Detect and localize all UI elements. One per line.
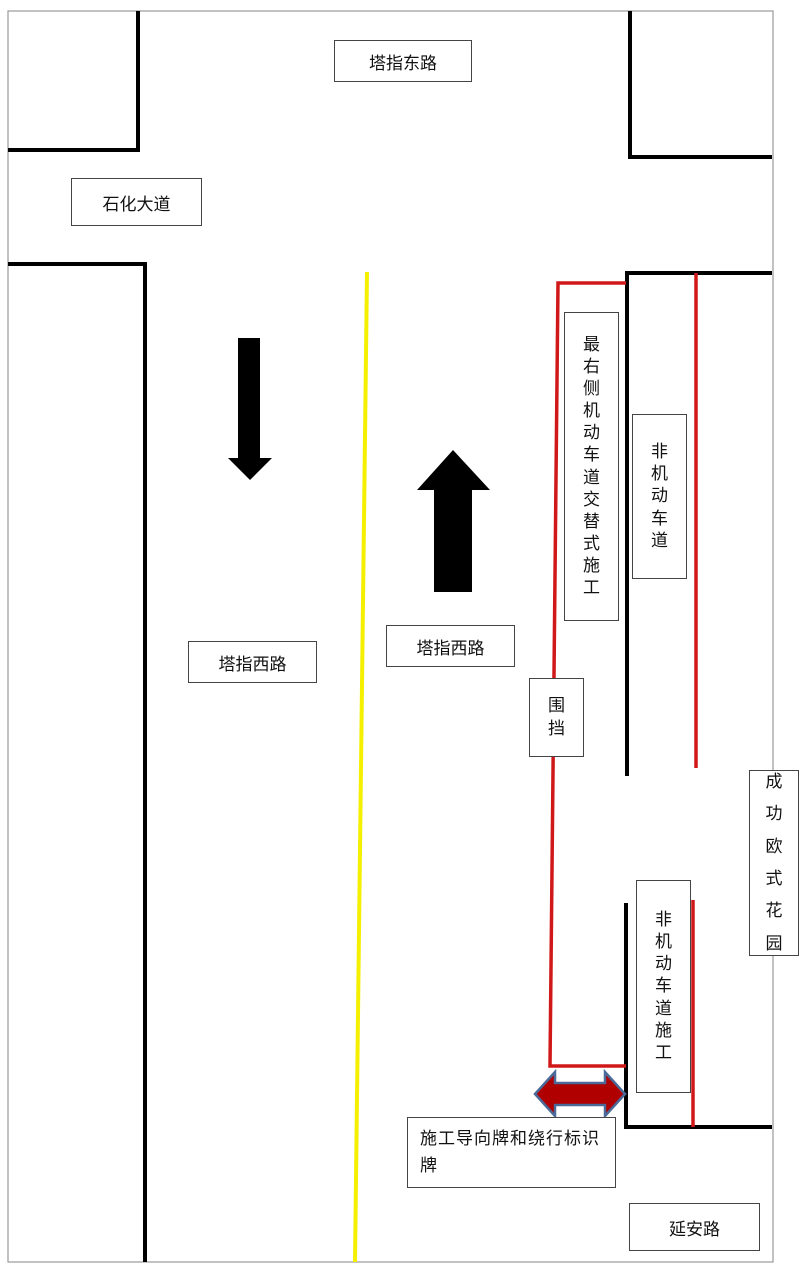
label-char: 功 [765,804,783,825]
label-char: 右 [583,357,600,378]
southbound-arrow-icon [228,338,272,480]
label-char: 替 [583,511,600,532]
label-char: 工 [583,577,600,598]
label-char: 围 [548,696,565,717]
label-char: 成 [765,772,783,793]
label-char: 非 [651,442,668,463]
label-char: 挡 [548,718,565,739]
road-label-west-southbound: 塔指西路 [188,641,317,683]
label-char: 式 [583,533,600,554]
label-char: 道 [651,530,668,551]
label-char: 欧 [765,836,783,857]
label-char: 机 [583,401,600,422]
label-char: 园 [765,933,783,954]
label-char: 式 [765,869,783,889]
label-char: 车 [651,508,668,529]
label-char: 最 [583,334,600,355]
label-char: 工 [655,1042,672,1063]
right-lane-construction-label: 最右侧机动车道交替式施工 [564,312,619,621]
curb-right-lower [624,903,772,1129]
label-char: 侧 [583,379,600,400]
label-char: 施 [583,555,600,576]
label-char: 机 [655,932,672,953]
label-char: 道 [655,998,672,1019]
label-char: 施 [655,1020,672,1041]
non-motor-lane-label: 非机动车道 [632,414,687,579]
label-char: 机 [651,464,668,485]
curb-top-right [628,11,772,159]
barrier-label: 围挡 [529,678,584,757]
page-frame [7,10,774,1263]
non-motor-lane-construction-label: 非机动车道施工 [636,880,691,1093]
yellow-centerline [353,271,369,1263]
label-char: 动 [655,954,672,975]
label-char: 动 [583,423,600,444]
road-label-north: 塔指东路 [334,40,472,82]
garden-label: 成功欧式花园 [749,770,799,956]
curb-left [8,262,147,1262]
curb-right-upper [625,271,772,776]
curbs [8,11,772,1262]
signs-label: 施工导向牌和绕行标识牌 [407,1117,616,1188]
curb-top-left [8,11,140,152]
label-char: 动 [651,486,668,507]
label-char: 交 [583,489,600,510]
construction-barrier [548,281,626,1068]
double-arrow-icon [533,1068,627,1120]
road-label-west-northbound: 塔指西路 [386,625,515,667]
road-label-south: 延安路 [629,1203,760,1251]
label-char: 道 [583,467,600,488]
label-char: 花 [765,901,783,922]
road-label-northwest: 石化大道 [71,178,202,226]
label-char: 车 [583,445,600,466]
label-char: 车 [655,976,672,997]
label-char: 非 [655,910,672,931]
northbound-arrow-icon [417,450,490,592]
